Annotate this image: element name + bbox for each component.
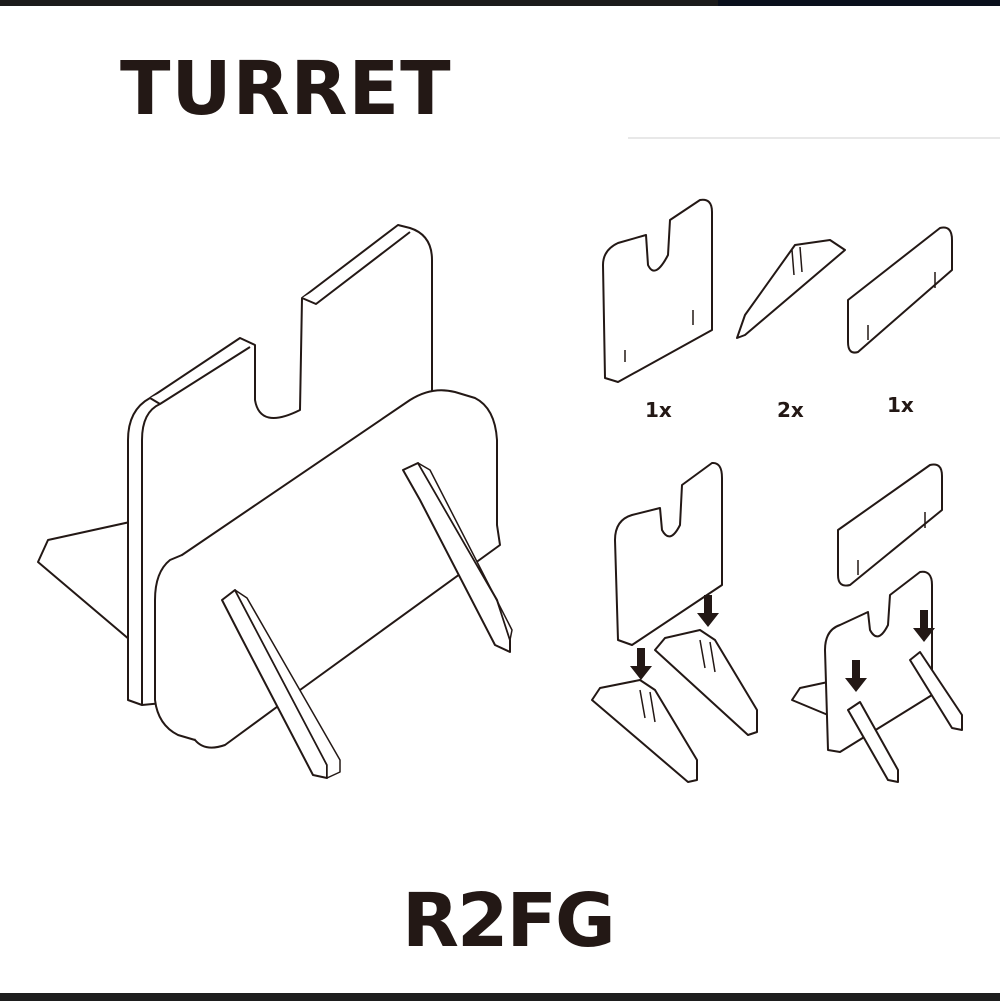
assembled-turret [37,224,513,779]
arrow-down-icon [913,610,935,642]
rear-fin [37,521,131,641]
brand-logo: R2FG [402,878,616,964]
step-1 [591,461,758,783]
divider [628,137,1000,139]
arrow-down-icon [697,595,719,627]
quantity-front-plate: 1x [887,393,914,417]
quantity-back-plate: 1x [645,398,672,422]
bottom-bar [0,993,1000,1001]
top-bar [0,0,1000,6]
arrow-down-icon [630,648,652,680]
arrow-down-icon [845,660,867,692]
part-fin [736,239,846,339]
part-front-plate [847,226,953,354]
part-back-plate [602,198,713,383]
quantity-fin: 2x [777,398,804,422]
page-title: TURRET [120,46,452,132]
step-2 [791,463,963,783]
